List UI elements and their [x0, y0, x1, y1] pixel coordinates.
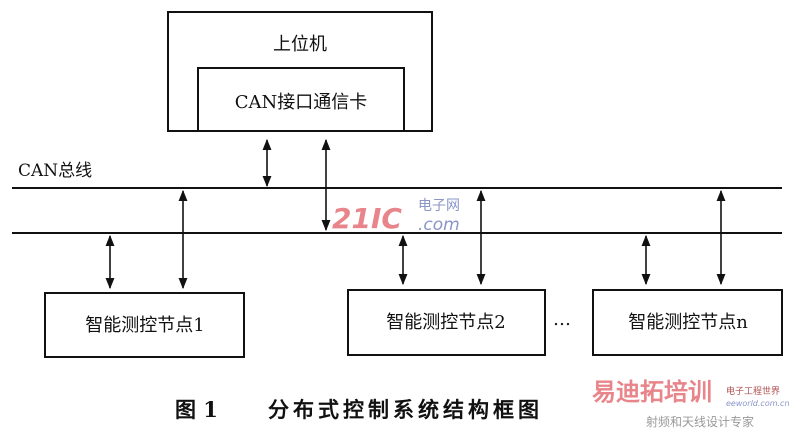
watermark-eeworld-site-cn: 电子工程世界 [726, 385, 780, 397]
watermark-eeworld: 易迪拓培训 电子工程世界 eeworld.com.cn 射频和天线设计专家 [592, 378, 790, 429]
node-n-box [592, 289, 783, 356]
watermark-eeworld-site: eeworld.com.cn [726, 399, 790, 408]
watermark-21ic-domain: .com [418, 215, 460, 235]
can-bus-label: CAN总线 [18, 161, 92, 181]
watermark-21ic: 21IC 电子网 .com [332, 198, 460, 235]
node-2-box [347, 289, 546, 356]
watermark-eeworld-main: 易迪拓培训 [592, 378, 712, 406]
watermark-21ic-logo: 21IC [332, 202, 402, 235]
ellipsis: … [553, 309, 571, 330]
caption-title: 分布式控制系统结构框图 [268, 397, 543, 422]
caption-number: 图 1 [175, 397, 218, 422]
node-1-box [44, 292, 245, 358]
watermark-21ic-cn: 电子网 [418, 198, 460, 214]
can-card-box [197, 67, 405, 132]
node-n-label: 智能测控节点n [628, 312, 748, 333]
host-computer-box [167, 11, 433, 132]
node-1-label: 智能测控节点1 [85, 315, 204, 336]
node-2-label: 智能测控节点2 [386, 312, 505, 333]
watermark-eeworld-sub: 射频和天线设计专家 [646, 414, 754, 429]
host-computer-label: 上位机 [273, 34, 327, 55]
can-card-label: CAN接口通信卡 [235, 92, 368, 113]
